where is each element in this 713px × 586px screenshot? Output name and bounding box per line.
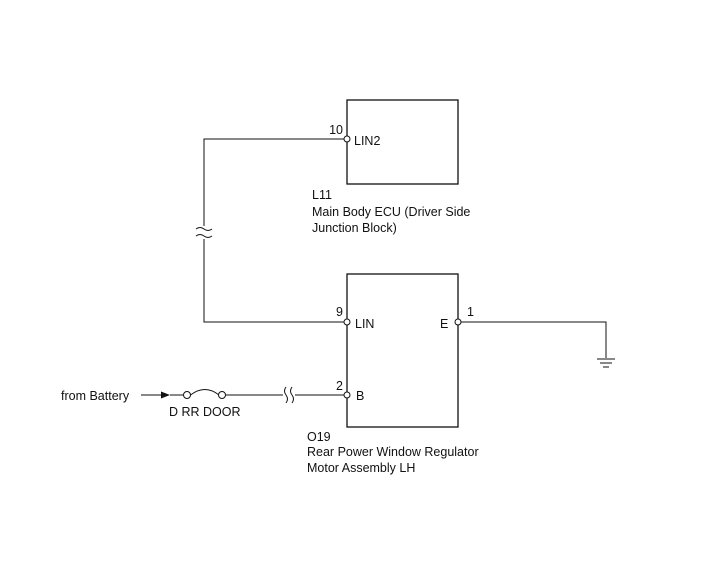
ecu-pin-number: 10 xyxy=(329,123,343,137)
ecu-name-line2: Junction Block) xyxy=(312,221,397,235)
motor-name-line2: Motor Assembly LH xyxy=(307,461,415,475)
ecu-name-line1: Main Body ECU (Driver Side xyxy=(312,205,470,219)
motor-pin-e-number: 1 xyxy=(467,305,474,319)
motor-pin-lin-number: 9 xyxy=(336,305,343,319)
fuse-label: D RR DOOR xyxy=(169,405,241,419)
motor-box xyxy=(346,273,459,428)
ecu-pin-terminal xyxy=(343,135,351,143)
lin-wire-top xyxy=(203,138,344,226)
ecu-box xyxy=(346,99,459,185)
battery-source-label: from Battery xyxy=(61,389,130,403)
motor-pin-lin-label: LIN xyxy=(355,317,374,331)
arrow-right-icon xyxy=(141,391,170,399)
motor-name-line1: Rear Power Window Regulator xyxy=(307,445,479,459)
motor-pin-e-terminal xyxy=(454,318,462,326)
motor-code: O19 xyxy=(307,430,331,444)
ecu-code: L11 xyxy=(312,188,332,202)
lin-wire-bottom xyxy=(203,239,344,323)
wire-break-symbol-horizontal xyxy=(284,386,294,404)
motor-pin-lin-terminal xyxy=(343,318,351,326)
motor-pin-b-label: B xyxy=(356,389,364,403)
motor-pin-b-number: 2 xyxy=(336,379,343,393)
wire-break-symbol-vertical xyxy=(195,227,213,238)
fuse-icon xyxy=(183,389,226,399)
ground-icon xyxy=(597,358,615,368)
motor-pin-b-terminal xyxy=(343,391,351,399)
ground-wire xyxy=(461,321,607,358)
motor-pin-e-label: E xyxy=(440,317,448,331)
ecu-pin-label: LIN2 xyxy=(354,134,380,148)
